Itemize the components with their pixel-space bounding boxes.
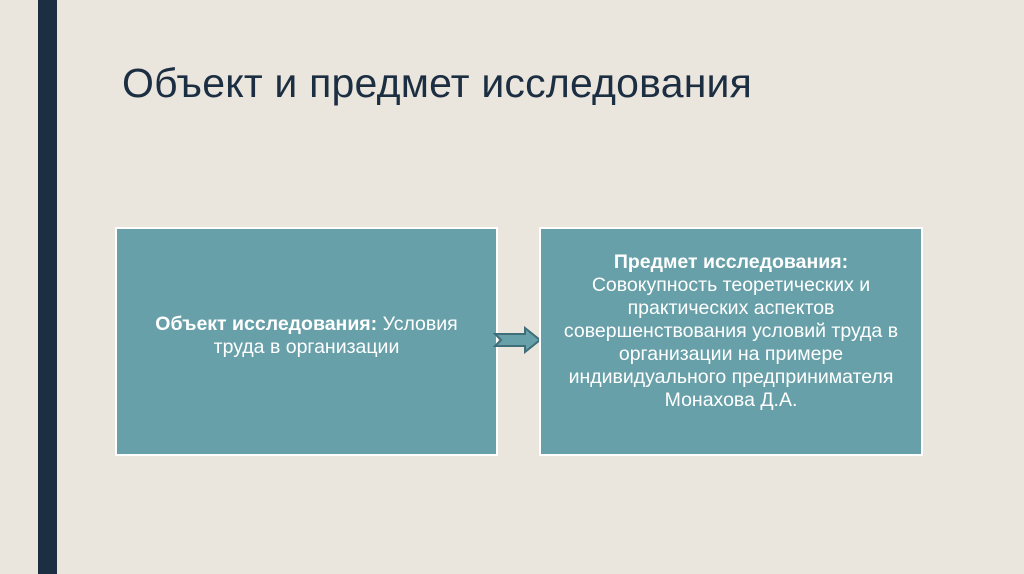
subject-box-content: Предмет исследования: Совокупность теоре… [541,251,921,412]
object-label: Объект исследования: [155,312,378,335]
object-box-content: Объект исследования: Условия труда в орг… [117,313,496,359]
slide-title: Объект и предмет исследования [122,60,753,106]
subject-text: Совокупность теоретических и практически… [563,274,899,411]
object-text: Условия труда в организации [213,312,458,358]
accent-bar [38,0,57,574]
subject-box: Предмет исследования: Совокупность теоре… [539,227,923,456]
subject-label: Предмет исследования: [613,251,849,273]
object-box: Объект исследования: Условия труда в орг… [115,227,498,456]
right-arrow-icon [493,326,542,354]
